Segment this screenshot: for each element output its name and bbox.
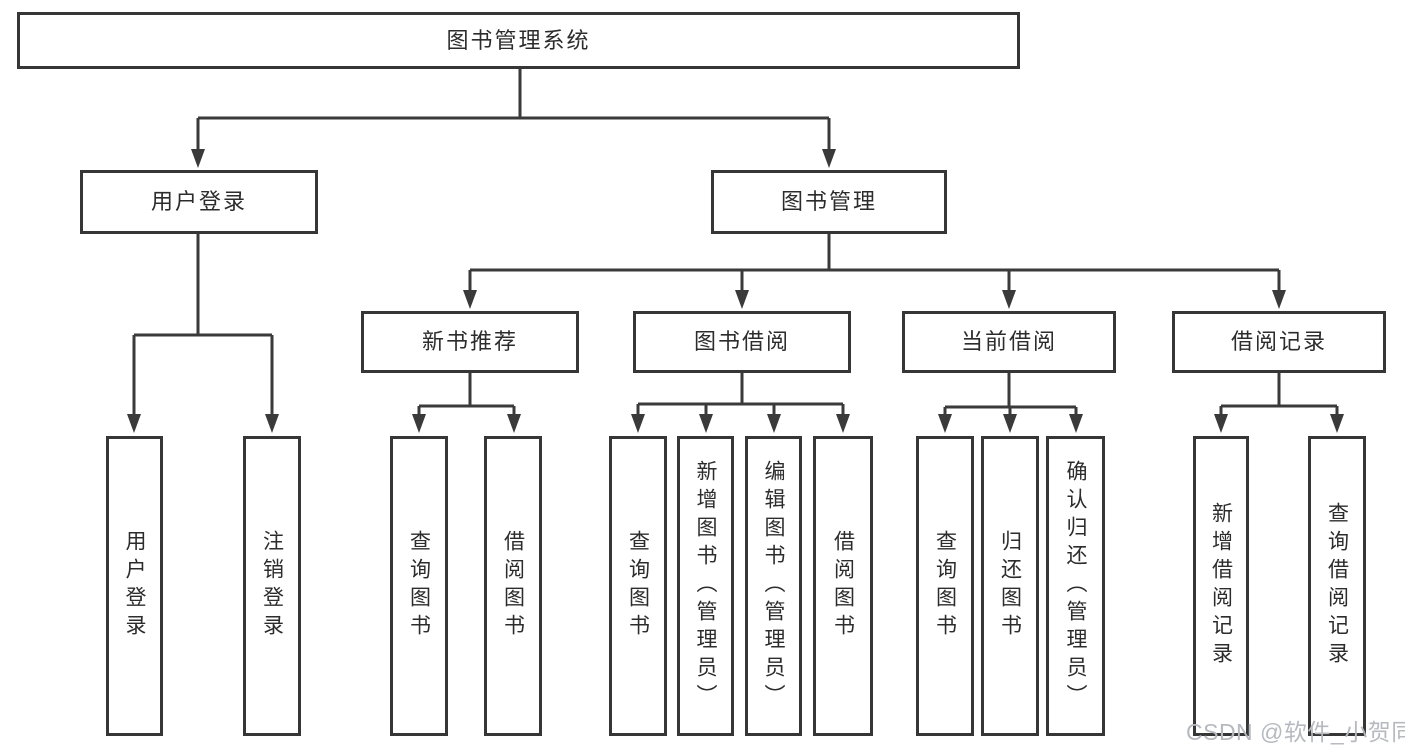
node-label: 新书推荐 [421, 329, 518, 354]
arrowhead-icon [767, 414, 781, 433]
arrowhead-icon [1003, 414, 1017, 433]
node-label: 图书借阅 [693, 329, 790, 354]
arrowheads [127, 149, 1344, 433]
node-label: 图书管理 [780, 189, 877, 214]
arrowhead-icon [1330, 414, 1344, 433]
node-label: 用户登录 [150, 189, 247, 214]
arrowhead-icon [507, 414, 521, 433]
node-label: 图书管理系统 [446, 27, 591, 53]
leaf-add-borrow-record: 新增借阅记录 [1193, 436, 1249, 736]
arrowhead-icon [191, 149, 205, 168]
node-label: 归还图书 [998, 530, 1022, 642]
arrowhead-icon [412, 414, 426, 433]
leaf-query-books-borrowing: 查询图书 [609, 436, 667, 736]
node-label: 新增借阅记录 [1209, 502, 1233, 670]
arrowhead-icon [1214, 414, 1228, 433]
node-label: 借阅记录 [1230, 329, 1327, 354]
leaf-user-login: 用户登录 [106, 436, 163, 736]
node-label: 查询图书 [407, 530, 431, 642]
node-book-management: 图书管理 [711, 170, 947, 234]
tree-edges [132, 69, 1339, 416]
arrowhead-icon [938, 414, 952, 433]
node-borrowing-records: 借阅记录 [1172, 311, 1386, 373]
node-current-borrowing: 当前借阅 [902, 311, 1116, 373]
node-label: 确认归还（管理员） [1064, 460, 1087, 712]
leaf-borrow-books-borrowing: 借阅图书 [813, 436, 873, 736]
node-label: 当前借阅 [960, 329, 1057, 354]
leaf-return-books: 归还图书 [981, 436, 1039, 736]
node-label: 编辑图书（管理员） [762, 460, 785, 712]
arrowhead-icon [631, 414, 645, 433]
arrowhead-icon [1272, 290, 1286, 309]
arrowhead-icon [265, 414, 279, 433]
node-label: 查询借阅记录 [1325, 502, 1349, 670]
arrowhead-icon [735, 290, 749, 309]
arrowhead-icon [463, 290, 477, 309]
node-user-login: 用户登录 [80, 170, 318, 234]
node-label: 注销登录 [260, 530, 284, 642]
leaf-query-books-recommend: 查询图书 [390, 436, 448, 736]
arrowhead-icon [1002, 290, 1016, 309]
node-label: 查询图书 [626, 530, 650, 642]
leaf-query-books-current: 查询图书 [916, 436, 974, 736]
node-label: 借阅图书 [501, 530, 525, 642]
arrowhead-icon [127, 414, 141, 433]
arrowhead-icon [699, 414, 713, 433]
arrowhead-icon [836, 414, 850, 433]
node-root-library-system: 图书管理系统 [17, 12, 1020, 69]
leaf-edit-books-admin: 编辑图书（管理员） [745, 436, 802, 736]
arrowhead-icon [822, 149, 836, 168]
node-label: 查询图书 [933, 530, 957, 642]
leaf-borrow-books-recommend: 借阅图书 [484, 436, 542, 736]
leaf-logout: 注销登录 [243, 436, 301, 736]
leaf-add-books-admin: 新增图书（管理员） [677, 436, 734, 736]
node-new-book-recommend: 新书推荐 [361, 311, 579, 373]
leaf-query-borrow-record: 查询借阅记录 [1308, 436, 1366, 736]
node-label: 用户登录 [123, 530, 146, 642]
node-label: 新增图书（管理员） [694, 460, 717, 712]
leaf-confirm-return-admin: 确认归还（管理员） [1046, 436, 1105, 736]
arrowhead-icon [1069, 414, 1083, 433]
node-label: 借阅图书 [831, 530, 855, 642]
csdn-watermark: CSDN @软件_小贺同学 [1186, 719, 1405, 745]
node-book-borrowing: 图书借阅 [633, 311, 851, 373]
